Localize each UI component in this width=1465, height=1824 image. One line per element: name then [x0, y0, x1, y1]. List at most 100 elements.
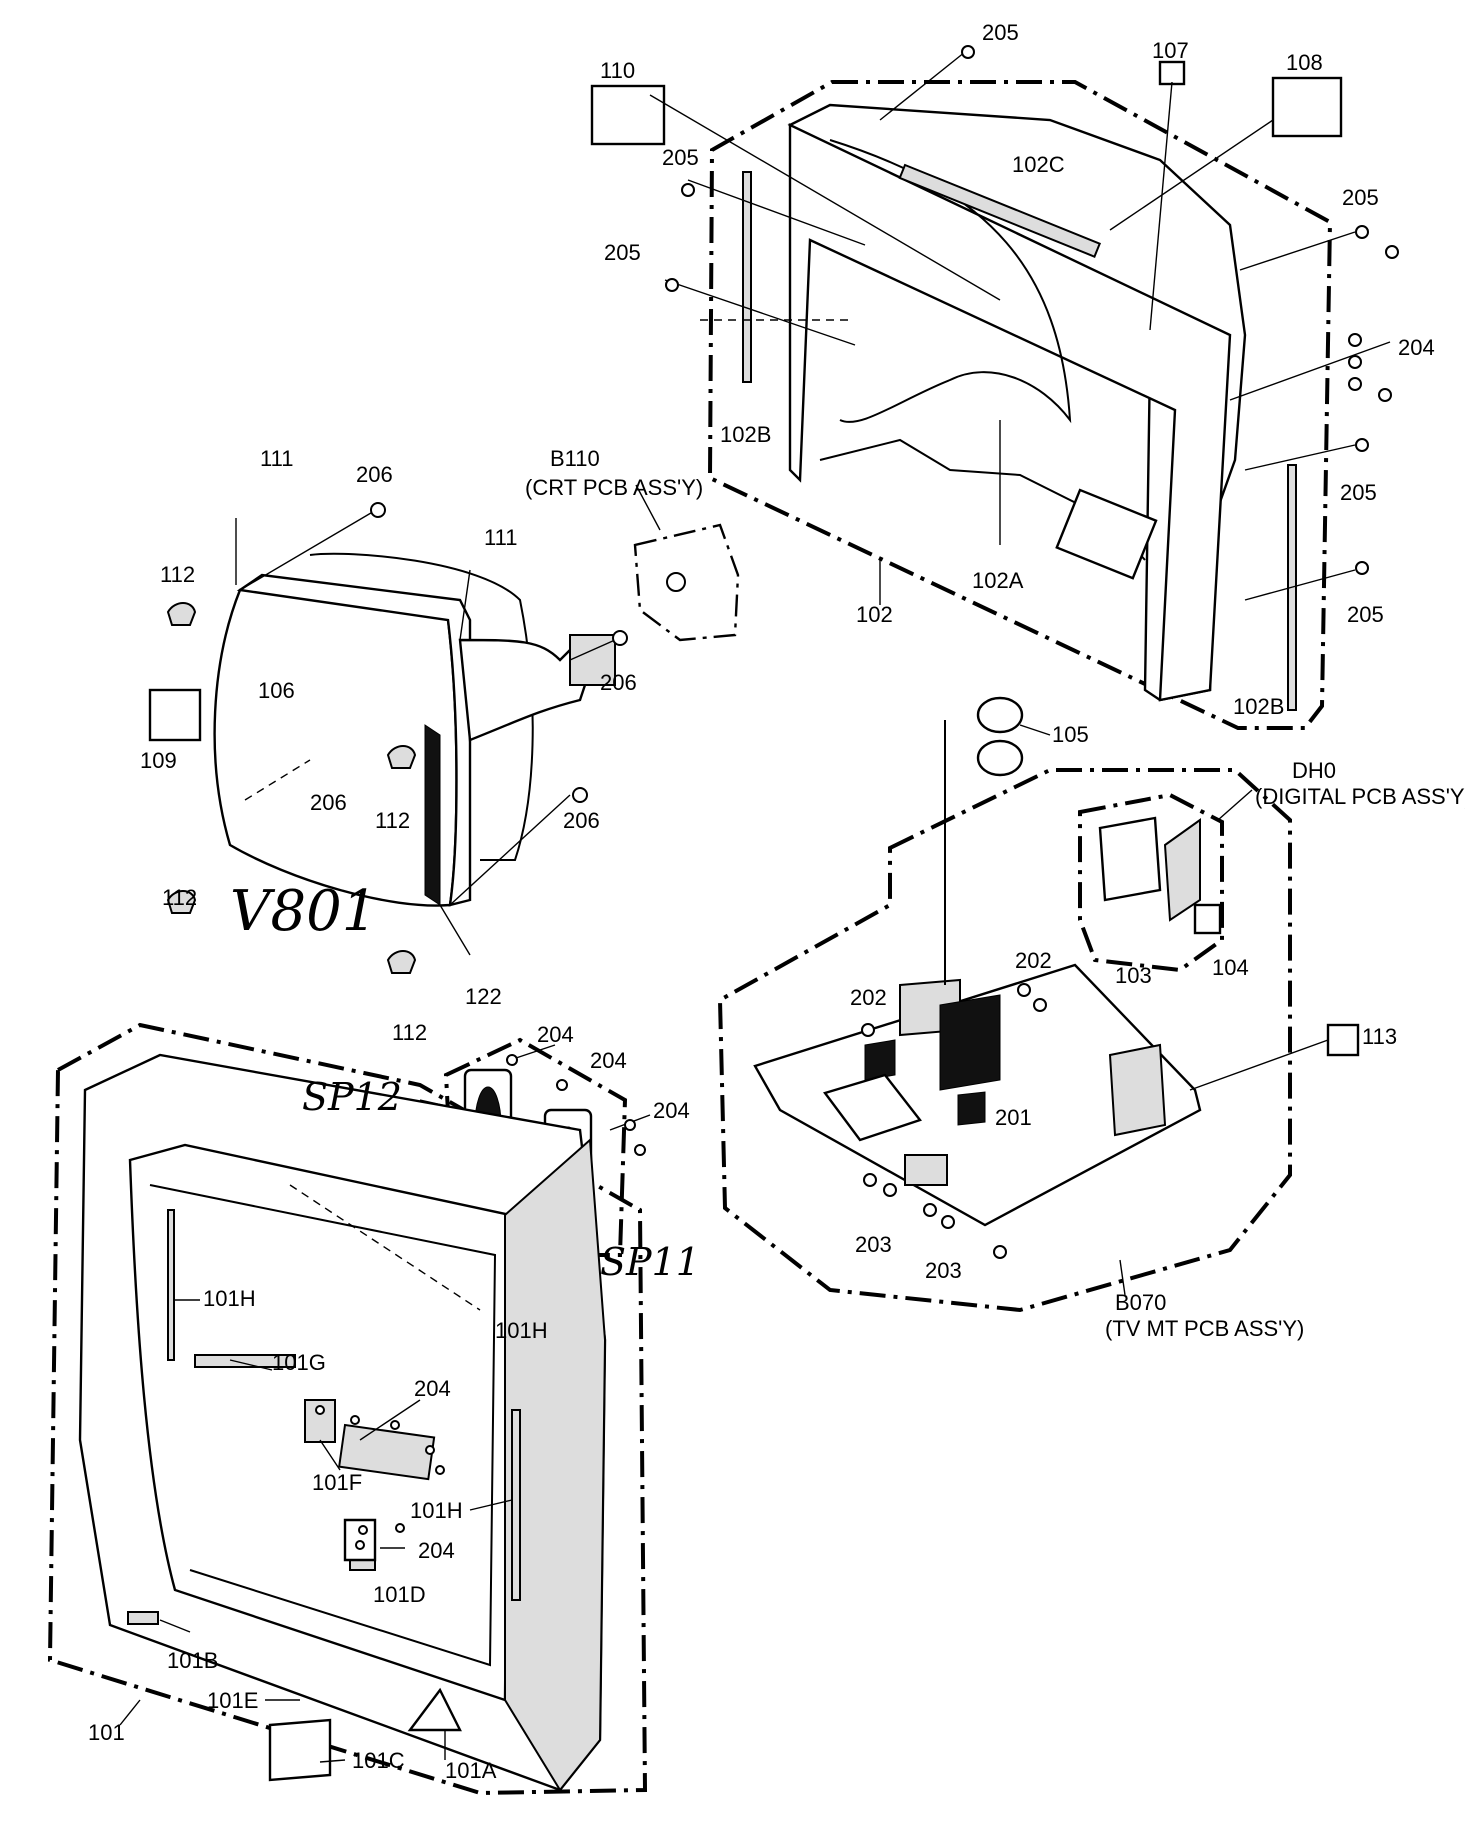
label-101E: 101E: [207, 1688, 258, 1713]
screw-icon: [624, 1119, 636, 1131]
front-cabinet-inner: [149, 1184, 497, 1667]
label-112: 112: [162, 885, 197, 910]
leader-205-r2: [1244, 444, 1356, 471]
leader-206-right: [449, 794, 571, 906]
leader-206-inner: [244, 759, 311, 801]
screw-icon: [425, 1445, 435, 1455]
handwritten-annotations: V801 SP12 SP11: [230, 879, 700, 1284]
screw-group-rear: [665, 45, 1399, 575]
handwritten-sp12: SP12: [302, 1075, 402, 1119]
label-205: 205: [604, 240, 641, 265]
screw-icon: [1355, 225, 1369, 239]
screw-icon: [390, 1420, 400, 1430]
part-labels: 205 107 108 110 205 102C 205 205 204 102…: [88, 20, 1465, 1783]
screw-icon: [665, 278, 679, 292]
label-206: 206: [310, 790, 347, 815]
label-112: 112: [375, 808, 410, 833]
screw-icon: [1355, 438, 1369, 452]
label-204: 204: [418, 1538, 455, 1563]
front-cabinet-side: [504, 1137, 607, 1792]
clip-112-b: [386, 745, 417, 769]
label-101B: 101B: [167, 1648, 218, 1673]
label-204: 204: [537, 1022, 574, 1047]
screw-icon: [1348, 377, 1362, 391]
screw-icon: [1378, 388, 1392, 402]
label-102B: 102B: [720, 422, 771, 447]
screw-icon: [941, 1215, 955, 1229]
handwritten-sp11: SP11: [600, 1240, 700, 1284]
leader-digital: [1217, 789, 1253, 821]
screw-icon: [395, 1523, 405, 1533]
label-102B: 102B: [1233, 694, 1284, 719]
strip-101H-a: [167, 1209, 175, 1361]
side-strip-left: [742, 171, 752, 383]
label-111: 111: [484, 525, 517, 550]
label-110: 110: [600, 58, 635, 83]
leader-122: [439, 904, 471, 956]
label-tv-mt-pcb-assy: (TV MT PCB ASS'Y): [1105, 1316, 1304, 1341]
screw-icon: [681, 183, 695, 197]
knob-icon: [358, 1525, 368, 1535]
part-104: [1193, 903, 1222, 935]
leader-205-r3: [1244, 569, 1356, 601]
leader-crt-pcb: [635, 484, 661, 531]
label-101H: 101H: [203, 1286, 256, 1311]
button-101B: [127, 1611, 159, 1625]
label-111: 111: [260, 446, 293, 471]
label-108: 108: [1286, 50, 1323, 75]
label-203: 203: [925, 1258, 962, 1283]
label-102C: 102C: [1012, 152, 1065, 177]
screw-icon: [506, 1054, 518, 1066]
label-103: 103: [1115, 963, 1152, 988]
tuner-block: [1108, 1043, 1167, 1137]
clip-112-d: [386, 950, 417, 974]
label-106: 106: [258, 678, 295, 703]
strip-101H-c: [511, 1409, 521, 1601]
screw-icon: [863, 1173, 877, 1187]
label-109: 109: [140, 748, 177, 773]
leader-205-left2: [664, 279, 856, 346]
label-DH0: DH0: [1292, 758, 1336, 783]
label-102: 102: [856, 602, 893, 627]
rear-cabinet-inner-curve: [829, 139, 1072, 424]
label-202: 202: [850, 985, 887, 1010]
screw-icon: [861, 1023, 875, 1037]
connector-block: [904, 1154, 948, 1186]
screw-icon: [1033, 998, 1047, 1012]
leader-113: [1189, 1039, 1329, 1091]
clip-112-c: [166, 890, 197, 914]
leader-101: [119, 1699, 141, 1726]
clamp-105-a: [976, 696, 1024, 734]
leader-205-r1: [1239, 231, 1356, 271]
heatsink-main: [939, 994, 1001, 1091]
crt-screen: [213, 587, 458, 907]
digital-pcb-boundary: [1078, 792, 1224, 973]
screw-icon: [1348, 333, 1362, 347]
label-101F: 101F: [312, 1470, 362, 1495]
knob-icon: [355, 1540, 365, 1550]
label-105: 105: [1052, 722, 1089, 747]
label-101G: 101G: [272, 1350, 326, 1375]
label-206: 206: [563, 808, 600, 833]
label-101G: [194, 1354, 296, 1368]
label-101A: 101A: [445, 1758, 497, 1783]
label-204: 204: [653, 1098, 690, 1123]
label-202: 202: [1015, 948, 1052, 973]
label-crt-pcb-assy: (CRT PCB ASS'Y): [525, 475, 703, 500]
crt-socket-icon: [666, 572, 686, 592]
screw-icon: [1017, 983, 1031, 997]
screw-icon: [961, 45, 975, 59]
leader-101H-c: [469, 1499, 513, 1511]
rear-cabinet-boundary: [707, 80, 1333, 730]
rear-cabinet-frame: [788, 123, 1232, 702]
rear-terminal-board: [1055, 488, 1158, 580]
label-108: [1271, 76, 1343, 138]
label-203: 203: [855, 1232, 892, 1257]
screw-icon: [923, 1203, 937, 1217]
main-chassis-group: [717, 696, 1360, 1313]
label-205: 205: [662, 145, 699, 170]
screw-icon: [883, 1183, 897, 1197]
leader-tvmt: [1119, 1259, 1126, 1296]
leader-205-top: [879, 51, 966, 121]
heatsink-small: [864, 1039, 896, 1081]
